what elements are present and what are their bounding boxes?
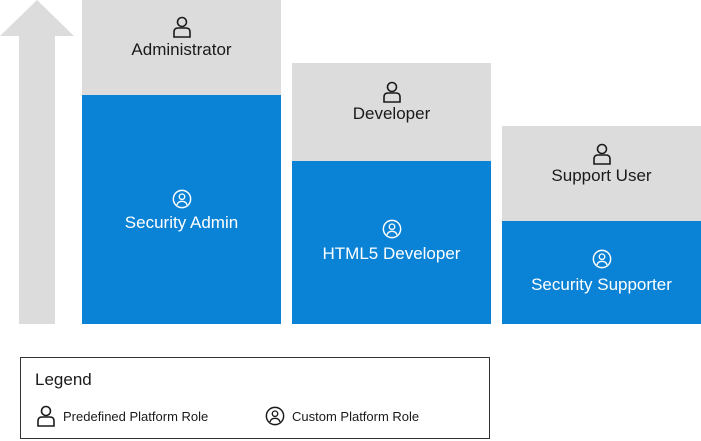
predefined-role-label: Support User bbox=[551, 166, 652, 185]
custom-role-label: Security Admin bbox=[124, 213, 239, 232]
predefined-role-label: Developer bbox=[352, 104, 431, 123]
role-column-support-user: Support User Security Supporter bbox=[502, 126, 701, 324]
legend-item-predefined: Predefined Platform Role bbox=[36, 405, 208, 427]
custom-role-label: HTML5 Developer bbox=[322, 244, 461, 263]
hierarchy-up-arrow bbox=[0, 0, 74, 324]
legend-box: Legend Predefined Platform Role Custom P… bbox=[20, 357, 490, 439]
person-icon bbox=[37, 405, 55, 427]
person-icon bbox=[382, 81, 401, 103]
predefined-role-label: Administrator bbox=[131, 40, 232, 59]
legend-item-label: Custom Platform Role bbox=[292, 408, 420, 424]
predefined-role-box: Administrator bbox=[82, 0, 281, 95]
role-column-developer: Developer HTML5 Developer bbox=[292, 63, 491, 324]
legend-item-custom: Custom Platform Role bbox=[265, 405, 419, 427]
custom-role-box: Security Admin bbox=[82, 95, 281, 324]
role-column-administrator: Administrator Security Admin bbox=[82, 0, 281, 324]
person-circle-icon bbox=[265, 406, 285, 426]
custom-role-box: HTML5 Developer bbox=[292, 161, 491, 324]
legend-title: Legend bbox=[35, 370, 92, 389]
legend-item-label: Predefined Platform Role bbox=[63, 408, 209, 424]
person-circle-icon bbox=[592, 249, 611, 269]
person-icon bbox=[172, 16, 191, 38]
person-circle-icon bbox=[382, 219, 401, 239]
predefined-role-box: Support User bbox=[502, 126, 701, 221]
predefined-role-box: Developer bbox=[292, 63, 491, 161]
person-circle-icon bbox=[172, 189, 191, 209]
person-icon bbox=[592, 143, 611, 165]
custom-role-box: Security Supporter bbox=[502, 221, 701, 324]
custom-role-label: Security Supporter bbox=[531, 275, 672, 294]
